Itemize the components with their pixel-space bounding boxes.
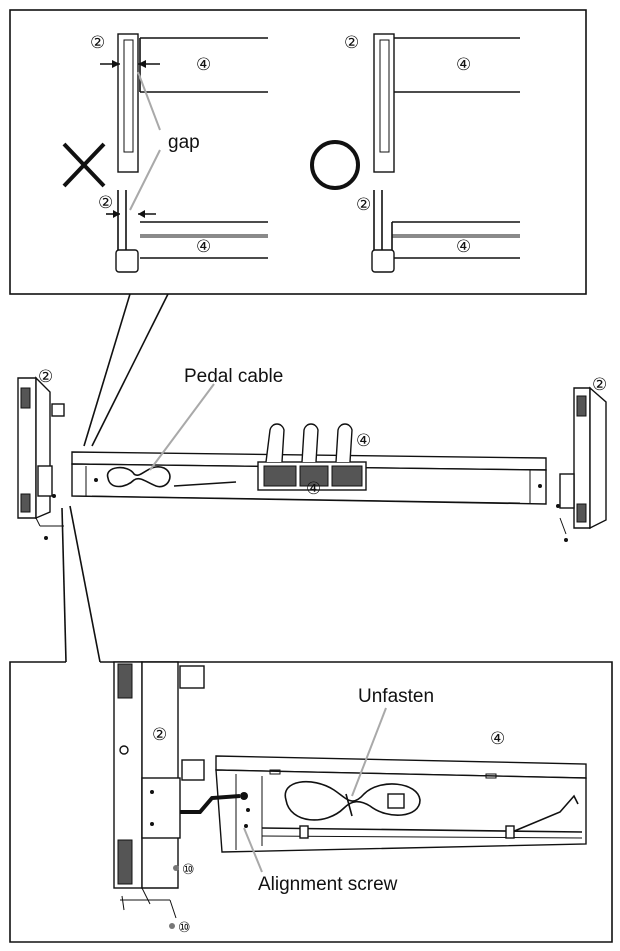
part-label-pedal-box: ④ — [456, 237, 471, 257]
part-label-screw: ⑩ — [178, 920, 191, 936]
part-label-pedal-box: ④ — [356, 431, 371, 451]
left-side-panel — [17, 376, 65, 540]
alignment-screw-label: Alignment screw — [258, 874, 398, 895]
pedal-box-closeup — [180, 755, 587, 853]
unfasten-label: Unfasten — [358, 686, 434, 707]
bottom-detail-panel: ② ④ ⑩ ⑩ Unfasten Alignment screw — [9, 661, 613, 943]
part-label-side-panel: ② — [344, 33, 359, 53]
part-label-pedal-box: ④ — [490, 729, 505, 749]
right-example — [310, 33, 520, 273]
part-label-screw: ⑩ — [182, 862, 195, 878]
part-label-side-panel: ② — [592, 375, 607, 395]
pedal-cable-label: Pedal cable — [184, 366, 283, 387]
pedal-assembly-overview: ② ② ④ ④ Pedal cable — [17, 366, 607, 542]
part-label-pedal-box: ④ — [306, 479, 321, 499]
part-label-pedal-box: ④ — [196, 237, 211, 257]
part-label-side-panel: ② — [356, 195, 371, 215]
gap-label: gap — [168, 132, 200, 153]
part-label-side-panel: ② — [38, 367, 53, 387]
top-detail-panel: ② ④ ② ④ ② ④ ② ④ gap — [9, 9, 587, 295]
side-panel-closeup — [113, 661, 205, 929]
part-label-side-panel: ② — [152, 725, 167, 745]
pedal-box — [71, 423, 547, 505]
part-label-side-panel: ② — [90, 33, 105, 53]
wrong-example — [62, 33, 268, 273]
right-side-panel — [556, 386, 607, 542]
part-label-pedal-box: ④ — [196, 55, 211, 75]
part-label-side-panel: ② — [98, 193, 113, 213]
part-label-pedal-box: ④ — [456, 55, 471, 75]
